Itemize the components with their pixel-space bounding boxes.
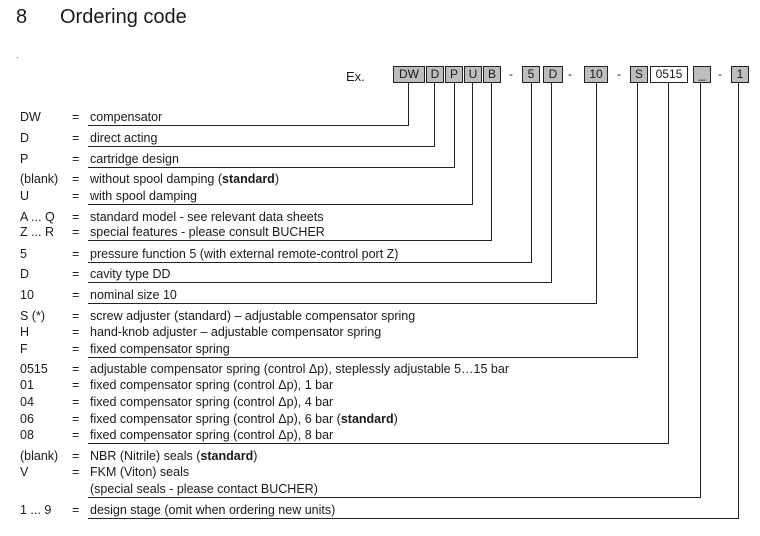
code-box-u: U [464,66,482,83]
leader-vertical [596,83,597,304]
code-box-blank: _ [693,66,711,83]
leader-line-dw [88,125,409,126]
code-box-cavity-d: D [543,66,563,83]
leader-vertical [434,83,435,147]
leader-vertical [408,83,409,126]
leader-line-cavity [88,282,552,283]
leader-vertical [472,83,473,205]
stray-mark: ` [16,56,19,66]
leader-vertical [491,83,492,241]
leader-line-seals [88,497,701,498]
leader-vertical [700,83,701,498]
code-box-b: B [483,66,501,83]
code-box-p: P [445,66,463,83]
code-box-d: D [426,66,444,83]
separator-dash: - [718,67,722,81]
leader-vertical [454,83,455,168]
separator-dash: - [617,67,621,81]
separator-dash: - [568,67,572,81]
section-number: 8 [16,6,28,28]
leader-line-p [88,167,455,168]
separator-dash: - [509,67,513,81]
leader-line-s [88,357,638,358]
leader-vertical [668,83,669,444]
section-title: Ordering code [60,6,187,28]
leader-vertical [637,83,638,358]
leader-line-u [88,204,473,205]
code-box-5: 5 [522,66,540,83]
leader-line-b [88,240,492,241]
leader-line-design-stage [88,518,739,519]
leader-line-10 [88,303,597,304]
leader-vertical [738,83,739,519]
code-box-dw: DW [393,66,425,83]
code-box-1: 1 [731,66,749,83]
code-box-10: 10 [584,66,608,83]
code-box-s: S [630,66,648,83]
code-box-0515: 0515 [650,66,688,83]
leader-vertical [531,83,532,263]
leader-line-d [88,146,435,147]
leader-vertical [551,83,552,283]
example-label: Ex. [346,69,365,84]
leader-line-0515 [88,443,669,444]
leader-line-5 [88,262,532,263]
